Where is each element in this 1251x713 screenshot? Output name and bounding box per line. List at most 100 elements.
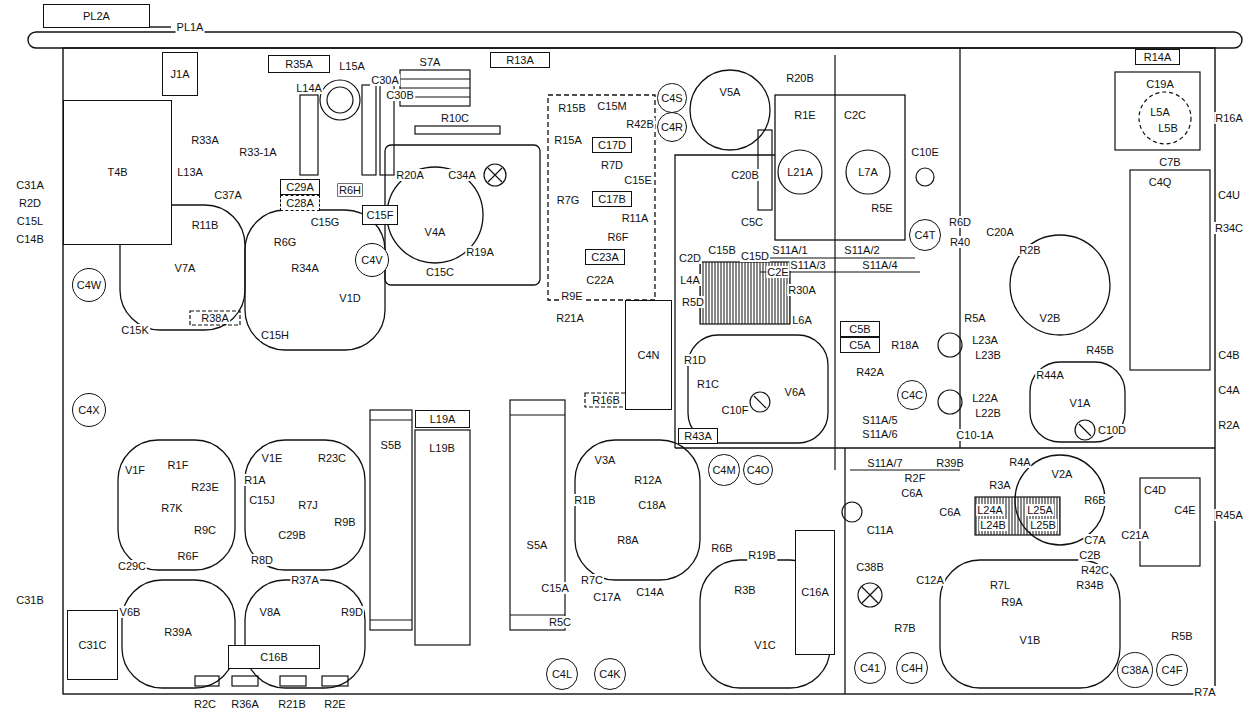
part-label-box: R2D xyxy=(18,197,42,209)
part-label: R2F xyxy=(905,472,926,484)
part-label: C15F xyxy=(367,209,394,221)
capacitor-symbol xyxy=(916,168,934,186)
part-label: R7L xyxy=(990,579,1010,591)
part-label-box: R6B xyxy=(1083,494,1106,506)
part-label: C19A xyxy=(1146,78,1174,90)
part-label: R1C xyxy=(697,378,719,390)
part-label: C38B xyxy=(856,561,884,573)
part-label: R7K xyxy=(161,502,182,514)
part-label: R1E xyxy=(794,109,815,121)
part-label-box: C6A xyxy=(938,506,961,518)
part-label: R4A xyxy=(1009,456,1030,468)
part-label-box: S11A/6 xyxy=(861,428,898,440)
tube-shield xyxy=(940,560,1120,688)
capacitor-circle: C4R xyxy=(657,112,687,142)
part-label-box: R7G xyxy=(556,194,581,206)
tube-shield xyxy=(118,440,235,570)
capacitor-circle: C4T xyxy=(909,219,941,251)
part-label-box: L6A xyxy=(791,314,813,326)
part-label: C4X xyxy=(78,404,99,416)
part-label: C4V xyxy=(361,254,382,266)
part-label: L19B xyxy=(429,442,455,454)
part-label-box: C2E xyxy=(766,266,789,278)
part-label: R9E xyxy=(561,290,582,302)
part-label: C10F xyxy=(722,404,749,416)
part-label: C41 xyxy=(860,662,880,674)
part-label: R6F xyxy=(178,550,199,562)
component-box: C29A xyxy=(280,179,320,194)
part-label-box: R19B xyxy=(747,549,777,561)
component-body xyxy=(370,420,412,620)
tube-shield xyxy=(575,440,700,580)
part-label-box: L25B xyxy=(1029,519,1057,531)
part-label: L24A xyxy=(977,504,1003,516)
part-label-box: R6D xyxy=(948,216,972,228)
part-label: C20B xyxy=(731,169,759,181)
part-label-box: L7A xyxy=(857,166,879,178)
part-label: C15J xyxy=(249,494,275,506)
part-label-box: R18A xyxy=(890,339,920,351)
part-label-box: R12A xyxy=(633,474,663,486)
part-label: S7A xyxy=(420,56,441,68)
part-label: C31B xyxy=(16,594,44,606)
part-label-box: L23A xyxy=(971,334,999,346)
part-label: L25A xyxy=(1027,504,1053,516)
part-label-box: C21A xyxy=(1120,529,1150,541)
part-label-box: V4A xyxy=(424,226,447,238)
part-label: C2B xyxy=(1079,549,1100,561)
part-label-box: C2B xyxy=(1078,549,1101,561)
component-body xyxy=(370,410,412,630)
capacitor-symbol xyxy=(754,396,766,408)
part-label: V1F xyxy=(125,464,145,476)
capacitor-circle: C4L xyxy=(546,658,578,690)
capacitor-circle: C4H xyxy=(896,652,928,684)
part-label: S11A/1 xyxy=(772,244,807,256)
part-label-box: C15B xyxy=(707,244,737,256)
part-label-box: L22B xyxy=(974,407,1002,419)
part-label: R13A xyxy=(506,54,534,66)
part-label: C4R xyxy=(661,121,683,133)
part-label: S11A/3 xyxy=(790,259,825,271)
part-label: R20A xyxy=(396,169,424,181)
part-label: C15H xyxy=(261,329,289,341)
part-label: V3A xyxy=(595,454,616,466)
part-label: C14B xyxy=(16,233,44,245)
part-label: C21A xyxy=(1121,529,1149,541)
tube-shield xyxy=(122,580,235,688)
component-body xyxy=(190,55,1210,686)
part-label-box: R34B xyxy=(1075,579,1105,591)
part-label-box: C2C xyxy=(843,109,867,121)
part-label: V2B xyxy=(1040,312,1061,324)
part-label: R43A xyxy=(684,430,712,442)
part-label-box: R36A xyxy=(230,698,260,710)
part-label: C18A xyxy=(638,499,666,511)
part-label-box: R42B xyxy=(625,118,655,130)
part-label-box: R2C xyxy=(193,698,217,710)
part-label-box: R7A xyxy=(1193,686,1216,698)
component-body xyxy=(190,311,240,325)
coil-winding xyxy=(320,80,1191,535)
part-label: C37A xyxy=(214,189,242,201)
part-label: C5C xyxy=(741,216,763,228)
part-label-box: R9D xyxy=(340,606,364,618)
part-label-box: R16A xyxy=(1214,112,1244,124)
coil-winding xyxy=(778,150,822,194)
part-label: R5E xyxy=(871,202,892,214)
part-label: C15L xyxy=(17,215,43,227)
capacitor-symbol xyxy=(1075,420,1095,440)
part-label: R1D xyxy=(684,354,706,366)
part-label-box: C31B xyxy=(15,594,45,606)
part-label: C10D xyxy=(1098,424,1126,436)
part-label: R9C xyxy=(194,524,216,536)
part-label: L4A xyxy=(680,274,700,286)
part-label-box: R2B xyxy=(1018,244,1041,256)
part-label: C4H xyxy=(901,662,923,674)
part-label-box: S11A/2 xyxy=(843,244,880,256)
part-label: R20B xyxy=(786,72,814,84)
part-label: V1B xyxy=(1020,634,1041,646)
part-label: R6G xyxy=(274,236,297,248)
component-body xyxy=(1115,72,1200,150)
part-label-box: C7B xyxy=(1158,156,1181,168)
part-label-box: C10F xyxy=(721,404,750,416)
part-label: V1D xyxy=(339,292,360,304)
